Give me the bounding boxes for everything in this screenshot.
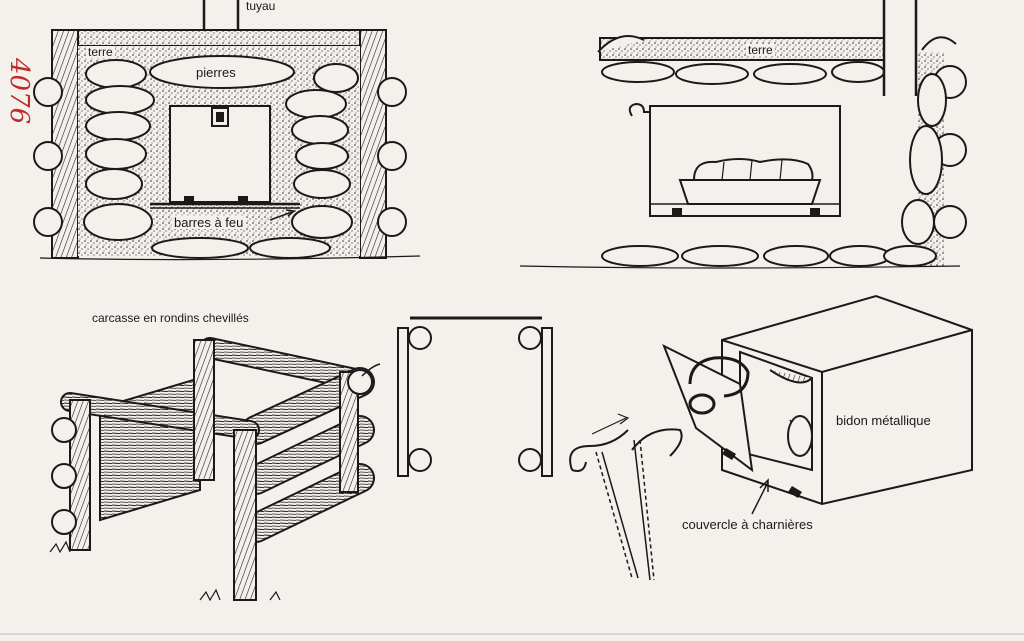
label-pierres: pierres xyxy=(196,65,236,80)
stone xyxy=(883,245,937,267)
handwritten-annotation: 4076 xyxy=(4,58,34,125)
stone xyxy=(85,111,151,141)
bread-tray xyxy=(678,179,822,205)
stone xyxy=(901,199,935,245)
label-couvercle: couvercle à charnières xyxy=(682,517,813,532)
stone xyxy=(909,125,943,195)
earth-roof xyxy=(599,37,885,61)
stone xyxy=(601,245,679,267)
stone xyxy=(151,237,249,259)
log-end xyxy=(377,77,407,107)
stone xyxy=(313,63,359,93)
stone xyxy=(285,89,347,119)
earth-roof xyxy=(51,29,387,47)
stone xyxy=(681,245,759,267)
frame-post xyxy=(339,371,359,493)
label-barres-a-feu: barres à feu xyxy=(172,215,246,230)
label-carcasse: carcasse en rondins chevillés xyxy=(92,311,249,325)
label-terre-left: terre xyxy=(86,45,115,59)
log-end xyxy=(33,77,63,107)
metal-drum xyxy=(662,294,973,515)
log-end xyxy=(33,141,63,171)
log-end xyxy=(33,207,63,237)
stone xyxy=(85,168,143,200)
stone xyxy=(829,245,891,267)
log-end xyxy=(377,141,407,171)
stone xyxy=(291,205,353,239)
oven-side-section xyxy=(519,0,967,269)
stone xyxy=(291,115,349,145)
frame-post xyxy=(233,429,257,601)
stone xyxy=(763,245,829,267)
stone xyxy=(831,61,885,83)
stone xyxy=(295,142,349,170)
frame-post xyxy=(193,339,215,481)
stone xyxy=(83,203,153,241)
log-end xyxy=(377,207,407,237)
top-stone xyxy=(149,55,295,89)
stone xyxy=(85,85,155,115)
stone xyxy=(85,59,147,89)
stone xyxy=(675,63,749,85)
bracket-detail xyxy=(397,316,553,477)
stone xyxy=(601,61,675,83)
label-bidon: bidon métallique xyxy=(834,413,933,428)
stone xyxy=(293,169,351,199)
label-terre-right: terre xyxy=(746,43,775,57)
hook-rods xyxy=(569,413,683,581)
bread-loaves xyxy=(692,158,814,181)
log-frame xyxy=(49,337,381,602)
stone xyxy=(249,237,331,259)
stone xyxy=(85,138,147,170)
stone xyxy=(753,63,827,85)
label-tuyau: tuyau xyxy=(246,0,276,13)
stone xyxy=(917,73,947,127)
